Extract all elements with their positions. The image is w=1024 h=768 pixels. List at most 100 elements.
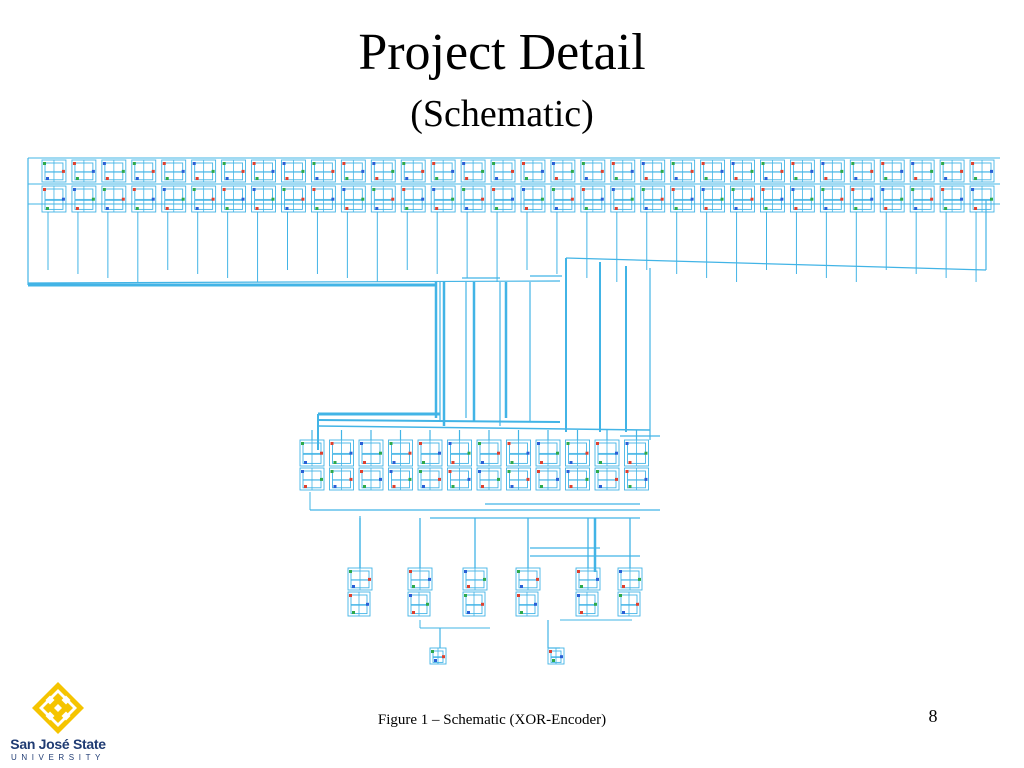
pin-marker (540, 485, 543, 488)
pin-marker (510, 461, 514, 464)
pin-marker (211, 197, 215, 201)
input-cell (370, 185, 396, 213)
xor-cell (476, 467, 502, 491)
pin-marker (507, 470, 511, 473)
pin-marker (360, 470, 363, 473)
pin-marker (368, 577, 371, 581)
input-cell (849, 159, 875, 183)
pin-marker (426, 602, 429, 606)
xor-cell (388, 467, 413, 491)
pin-marker (333, 485, 337, 488)
pin-marker (690, 169, 694, 173)
input-cell (310, 159, 336, 183)
xor-cell (565, 439, 590, 467)
pin-marker (580, 585, 583, 588)
pin-marker (331, 197, 335, 201)
pin-marker (211, 169, 215, 173)
pin-marker (644, 451, 648, 455)
pin-marker (761, 188, 765, 191)
pin-marker (320, 451, 323, 455)
input-cell (101, 185, 127, 213)
pin-marker (599, 461, 602, 464)
pin-marker (824, 207, 828, 210)
pin-marker (580, 611, 583, 614)
pin-marker (363, 485, 366, 488)
pin-marker (478, 470, 481, 473)
pin-marker (971, 188, 975, 191)
pin-marker (320, 477, 323, 481)
pin-marker (241, 197, 245, 201)
pin-marker (941, 162, 945, 165)
pin-marker (315, 207, 319, 210)
pin-marker (990, 169, 993, 173)
seal-window (45, 711, 55, 721)
page-number: 8 (928, 706, 938, 726)
pin-marker (750, 169, 754, 173)
pin-marker (361, 169, 365, 173)
pin-marker (330, 470, 334, 473)
input-cell (251, 159, 276, 183)
pin-marker (930, 197, 934, 201)
input-cell (849, 185, 875, 213)
pin-marker (731, 188, 735, 191)
pin-marker (525, 177, 528, 180)
xor-cell (417, 467, 443, 491)
pin-marker (408, 451, 412, 455)
pin-marker (72, 162, 76, 165)
pin-marker (840, 169, 844, 173)
pin-marker (638, 577, 641, 581)
pin-marker (525, 207, 528, 210)
pin-marker (372, 162, 376, 165)
pin-marker (611, 188, 615, 191)
pin-marker (428, 577, 431, 581)
pin-marker (674, 207, 678, 210)
pin-marker (192, 188, 196, 191)
pin-marker (435, 207, 439, 210)
input-cell (670, 159, 696, 183)
input-cell (400, 159, 426, 183)
pin-marker (192, 162, 196, 165)
pin-marker (467, 477, 471, 481)
input-cell (490, 159, 516, 183)
pin-marker (495, 207, 499, 210)
pin-marker (810, 197, 814, 201)
pin-marker (301, 197, 305, 201)
horizontal-bus (317, 425, 651, 431)
pin-marker (990, 197, 993, 201)
input-cell (700, 185, 726, 213)
pin-marker (363, 461, 366, 464)
pin-marker (434, 659, 437, 662)
pin-marker (462, 162, 466, 165)
input-cell (640, 159, 666, 183)
pin-marker (884, 207, 888, 210)
pin-marker (881, 162, 885, 165)
pin-marker (549, 650, 552, 653)
pin-marker (619, 594, 622, 597)
pin-marker (435, 177, 439, 180)
pin-marker (162, 162, 166, 165)
pin-marker (611, 162, 615, 165)
input-cell (700, 159, 726, 183)
input-cell (580, 185, 606, 213)
pin-marker (870, 197, 874, 201)
pin-marker (432, 188, 436, 191)
xor-cell (447, 467, 472, 491)
pin-marker (671, 162, 675, 165)
pin-marker (690, 197, 694, 201)
logo-name: San José State (10, 736, 106, 752)
pin-marker (360, 442, 363, 445)
pin-marker (431, 650, 434, 653)
pin-marker (342, 162, 346, 165)
xor-cell (329, 439, 354, 467)
input-cell (161, 159, 187, 183)
pin-marker (241, 169, 245, 173)
pin-marker (467, 451, 471, 455)
pin-marker (870, 169, 874, 173)
pin-marker (255, 177, 259, 180)
pin-marker (764, 207, 768, 210)
pin-marker (222, 162, 226, 165)
pin-marker (151, 169, 155, 173)
xor-cell (506, 439, 531, 467)
input-cell (221, 185, 247, 213)
pin-marker (660, 169, 664, 173)
